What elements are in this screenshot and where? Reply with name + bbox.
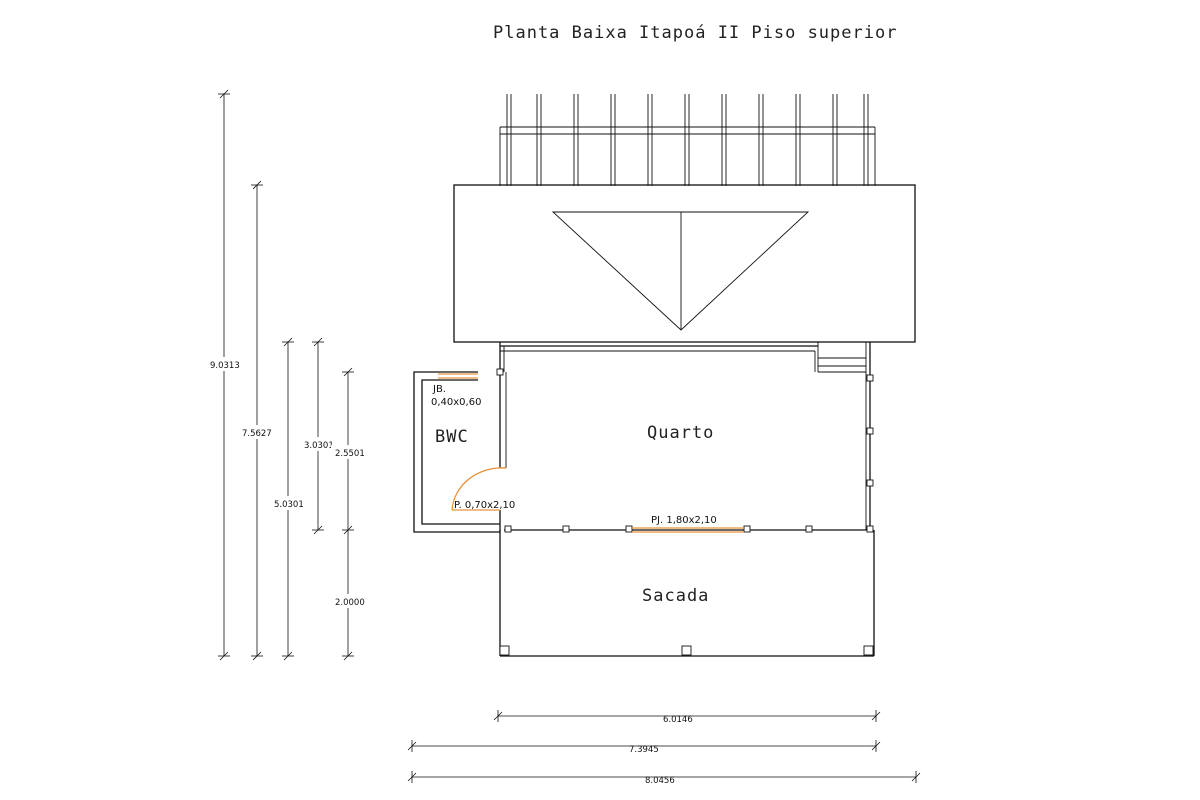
horizontal-dimensions: [407, 710, 921, 783]
door-label: P. 0,70x2,10: [454, 500, 515, 511]
dim-h-8-0456: 8.0456: [645, 776, 675, 786]
pergola: [499, 94, 876, 186]
sacada-outline: [499, 530, 875, 657]
dim-v-2-0000: 2.0000: [335, 598, 365, 608]
door-swing-arc: [451, 467, 507, 511]
horizontal-dimension-labels: 6.0146 7.3945 8.0456: [629, 715, 693, 786]
room-label-bwc: BWC: [435, 427, 469, 447]
sliding-door-label: PJ. 1,80x2,10: [651, 515, 717, 526]
dim-v-7-5627: 7.5627: [242, 429, 272, 439]
bwc-walls: [413, 371, 507, 533]
drawing-title: Planta Baixa Itapoá II Piso superior: [493, 23, 897, 43]
vertical-dimension-labels: 9.0313 7.5627 5.0301 3.0301 2.5501 2.000…: [206, 357, 369, 608]
dim-v-5-0301: 5.0301: [274, 500, 304, 510]
window-name-label: JB.: [432, 384, 446, 395]
dim-v-2-5501: 2.5501: [335, 449, 365, 459]
room-label-quarto: Quarto: [647, 423, 714, 443]
openings: [438, 373, 744, 533]
roof: [453, 184, 916, 343]
window-size-label: 0,40x0,60: [431, 397, 481, 408]
dim-v-3-0301: 3.0301: [304, 441, 334, 451]
dim-h-6-0146: 6.0146: [663, 715, 693, 725]
pergola-posts: [506, 94, 869, 186]
dim-h-7-3945: 7.3945: [629, 745, 659, 755]
wall-columns: [496, 368, 874, 533]
dim-v-9-0313: 9.0313: [210, 361, 240, 371]
room-label-sacada: Sacada: [642, 586, 709, 606]
vertical-dimensions: [218, 89, 354, 661]
